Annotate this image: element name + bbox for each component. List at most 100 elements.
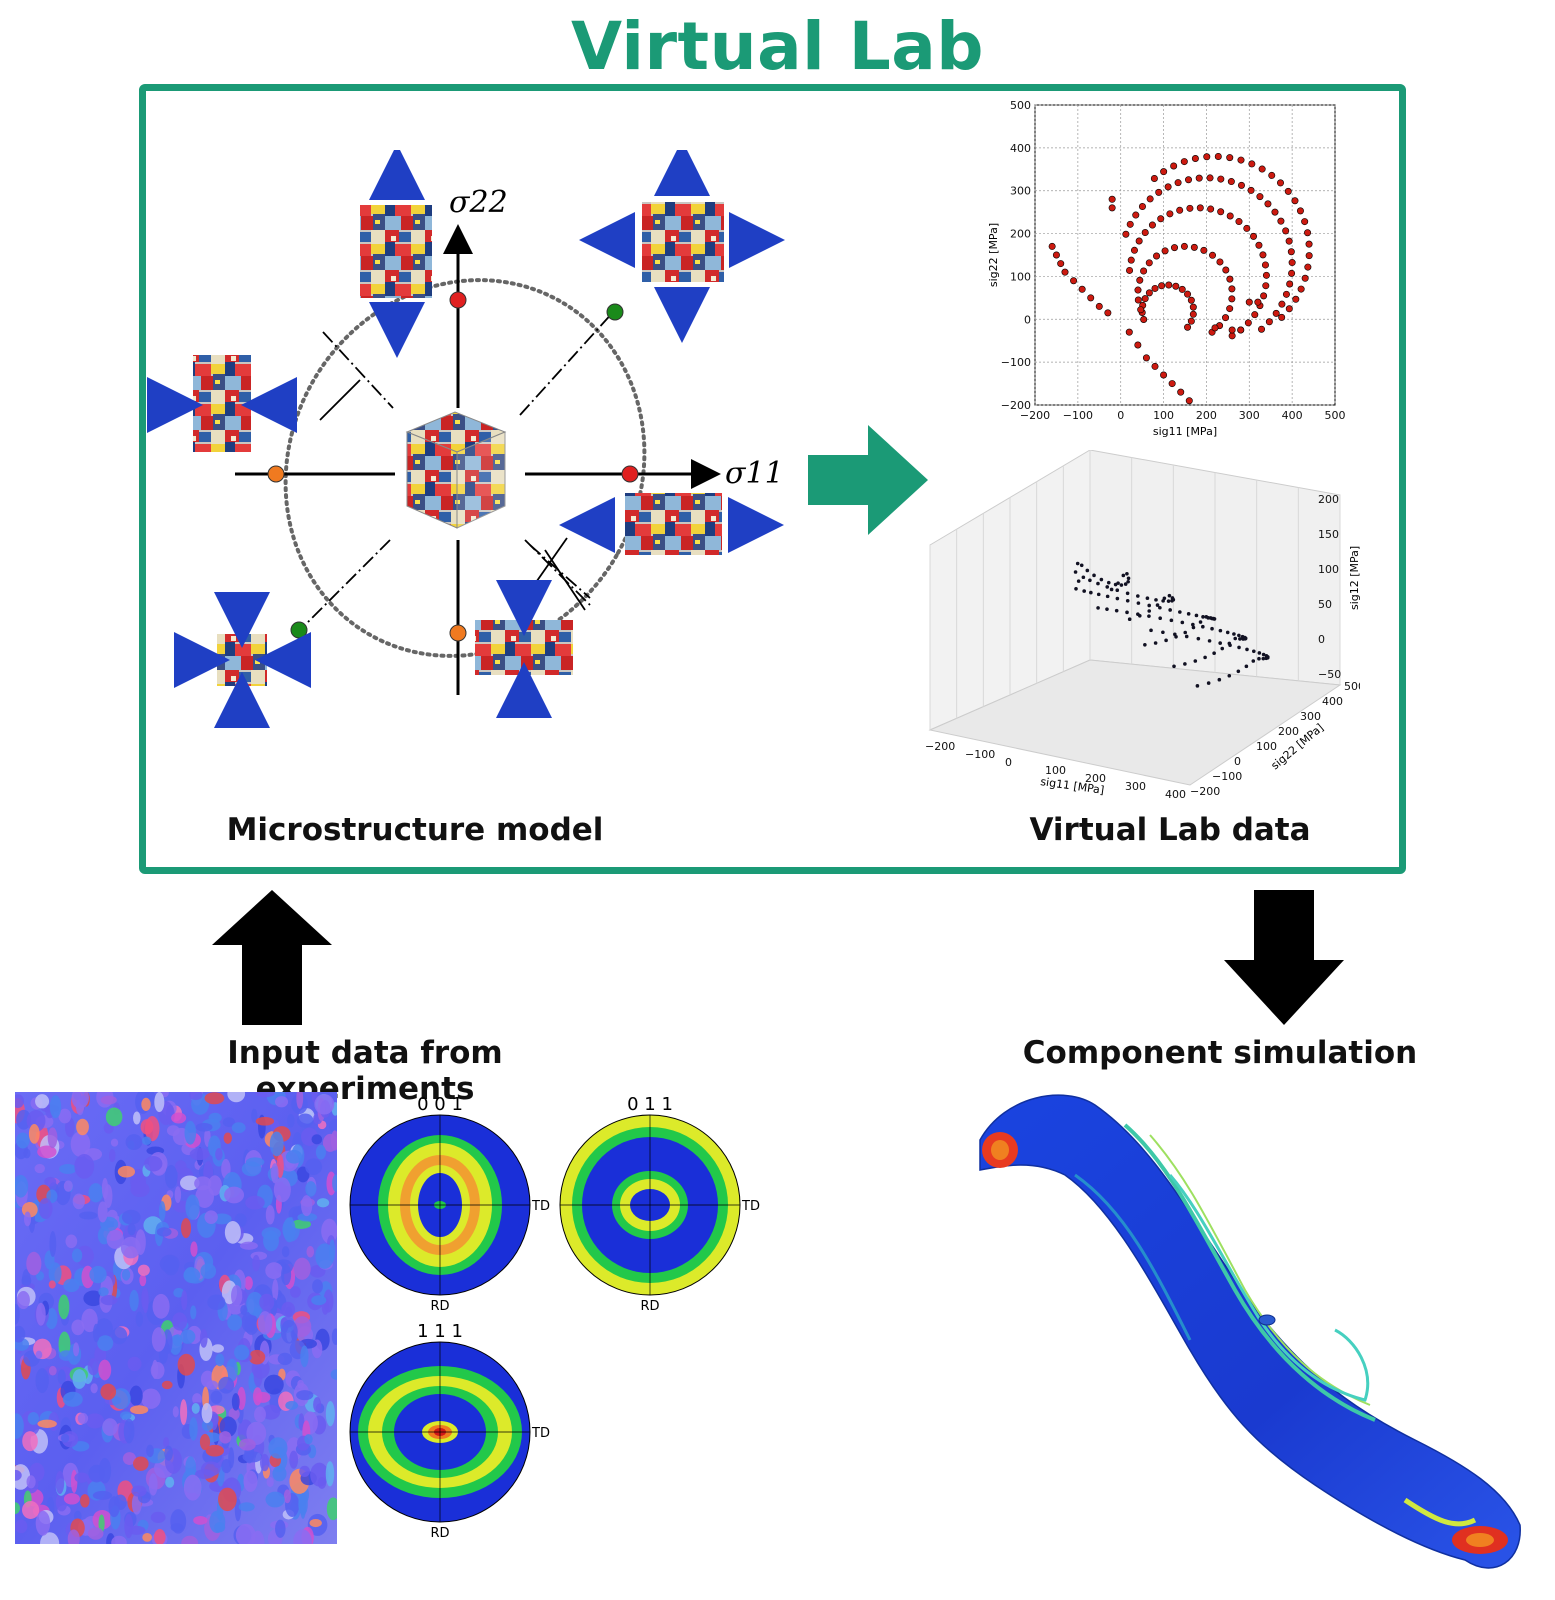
grain — [73, 1342, 80, 1357]
grain — [58, 1108, 72, 1124]
grain — [316, 1198, 330, 1208]
grain — [195, 1122, 213, 1132]
grain — [63, 1180, 73, 1192]
data-point — [1187, 317, 1195, 325]
data-point — [1304, 229, 1312, 237]
data-point — [1261, 261, 1269, 269]
grain — [251, 1530, 265, 1544]
grain — [304, 1434, 313, 1445]
data-point — [1277, 217, 1285, 225]
grain — [204, 1092, 225, 1105]
data-point — [1148, 221, 1156, 229]
grain — [223, 1132, 232, 1144]
grain — [189, 1416, 198, 1441]
data-point-3d — [1218, 628, 1223, 633]
y3-tick-label: 0 — [1234, 755, 1241, 768]
grain — [146, 1444, 154, 1458]
grain-box-left — [193, 355, 251, 452]
z3-tick-label: 150 — [1318, 528, 1339, 541]
data-point-3d — [1089, 590, 1093, 595]
data-point — [1153, 252, 1161, 260]
data-point — [1288, 259, 1296, 267]
grain — [293, 1529, 312, 1544]
data-point — [1304, 263, 1312, 271]
data-point — [1216, 258, 1224, 266]
grain — [301, 1195, 313, 1217]
x-tick-label: 400 — [1282, 409, 1303, 422]
data-point-3d — [1201, 624, 1205, 629]
data-point-3d — [1233, 636, 1238, 641]
data-point — [1170, 162, 1178, 170]
data-point-3d — [1158, 616, 1162, 621]
data-point-3d — [1096, 606, 1100, 610]
grain — [97, 1201, 108, 1223]
y-tick-label: 200 — [1010, 228, 1031, 241]
data-point-3d — [1169, 618, 1174, 623]
pole-figure-side-label: TD — [531, 1199, 550, 1214]
grain — [330, 1369, 337, 1380]
data-point — [1285, 237, 1293, 245]
grain — [79, 1211, 98, 1220]
data-point — [1217, 208, 1225, 216]
grain — [98, 1359, 112, 1381]
data-point-3d — [1257, 651, 1262, 655]
grain — [261, 1404, 281, 1420]
data-point-3d — [1203, 655, 1207, 660]
grain — [281, 1246, 290, 1258]
grain — [49, 1095, 62, 1119]
data-point — [1184, 290, 1192, 298]
pole-figure-side-label: TD — [741, 1199, 760, 1214]
grain — [326, 1497, 337, 1521]
data-point-3d — [1173, 632, 1177, 637]
grain — [297, 1379, 304, 1389]
grain — [120, 1411, 132, 1420]
data-point — [1305, 240, 1313, 248]
grain — [150, 1511, 166, 1524]
data-point — [1206, 174, 1214, 182]
data-point — [1132, 211, 1140, 219]
data-point-3d — [1227, 673, 1232, 678]
grain — [74, 1154, 95, 1179]
grain — [142, 1533, 153, 1542]
y-tick-label: 400 — [1010, 142, 1031, 155]
grain — [26, 1475, 36, 1489]
grain — [127, 1356, 142, 1372]
grain — [111, 1388, 131, 1410]
data-point-3d — [1261, 652, 1266, 657]
data-point — [1160, 168, 1168, 176]
grain — [170, 1523, 184, 1532]
grain — [231, 1122, 246, 1134]
grain — [133, 1456, 149, 1471]
data-point — [1243, 224, 1251, 232]
grain — [15, 1519, 28, 1534]
data-point — [1151, 362, 1159, 370]
grain — [22, 1500, 40, 1519]
grain — [100, 1383, 117, 1400]
data-point — [1195, 174, 1203, 182]
data-point — [1052, 251, 1060, 259]
data-point — [1190, 243, 1198, 251]
data-point-3d — [1119, 583, 1124, 587]
grain — [15, 1174, 29, 1198]
pole-figure-011: 0 1 1 TD RD — [558, 1090, 768, 1320]
grain — [180, 1175, 200, 1191]
data-point — [1187, 296, 1195, 304]
grain — [35, 1510, 51, 1536]
data-point-3d — [1158, 605, 1162, 610]
data-point — [1258, 325, 1266, 333]
grain — [244, 1276, 253, 1290]
data-point — [1305, 252, 1313, 260]
data-point-3d — [1161, 630, 1165, 635]
grain — [108, 1496, 120, 1518]
data-point — [1271, 208, 1279, 216]
pole-figure-label: 1 1 1 — [417, 1321, 463, 1342]
data-point — [1189, 310, 1197, 318]
grain — [296, 1092, 304, 1109]
grain — [38, 1197, 53, 1220]
data-point — [1228, 326, 1236, 334]
grain — [298, 1492, 308, 1516]
data-point — [1247, 186, 1255, 194]
grain — [100, 1295, 118, 1306]
y-axis-label: sig22 [MPa] — [987, 223, 1000, 287]
grain — [92, 1323, 100, 1343]
